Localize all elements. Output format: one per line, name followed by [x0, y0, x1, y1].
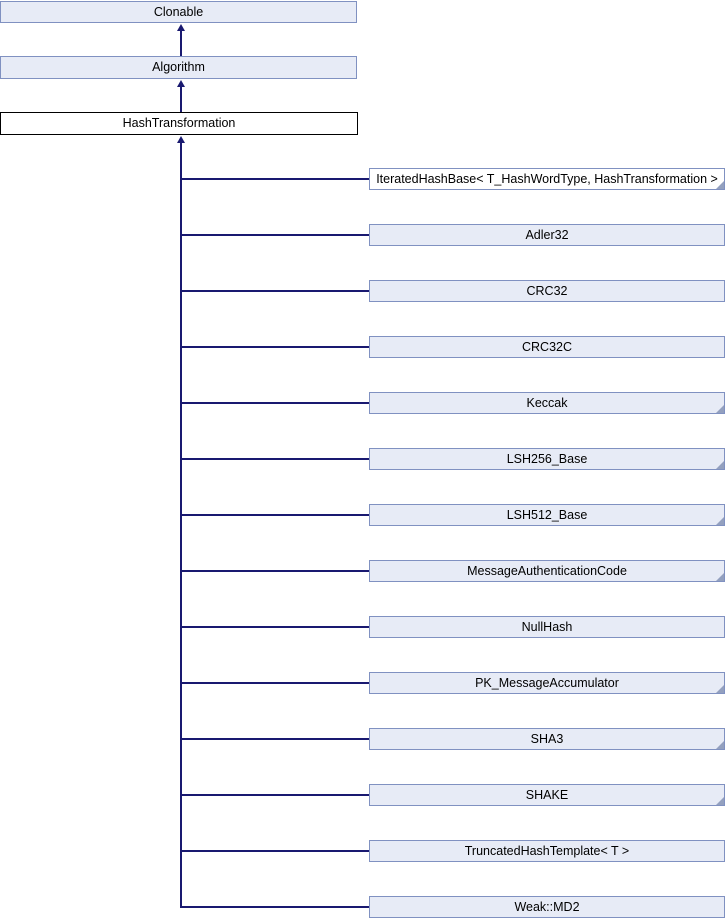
derived-connector-line: [180, 234, 369, 236]
derived-connector-line: [180, 346, 369, 348]
derived-connector-line: [180, 626, 369, 628]
class-node-label: Clonable: [153, 4, 204, 19]
truncated-corner-icon: [716, 573, 724, 581]
truncated-corner-icon: [716, 517, 724, 525]
class-node-label: LSH256_Base: [506, 451, 588, 466]
truncated-corner-icon: [716, 405, 724, 413]
truncated-corner-icon: [716, 181, 724, 189]
class-node-label: CRC32C: [521, 339, 572, 354]
class-node-pk-messageaccumulator[interactable]: PK_MessageAccumulator: [369, 672, 725, 694]
class-node-label: TruncatedHashTemplate< T >: [464, 843, 630, 858]
inheritance-arrow: [177, 24, 185, 56]
derived-connector-line: [180, 290, 369, 292]
inheritance-arrow: [177, 80, 185, 112]
derived-connector-line: [180, 906, 369, 908]
class-node-nullhash[interactable]: NullHash: [369, 616, 725, 638]
class-node-label: CRC32: [526, 283, 568, 298]
arrowhead-up-icon: [177, 24, 185, 31]
class-node-label: SHA3: [530, 731, 564, 746]
arrow-shaft: [180, 86, 182, 112]
truncated-corner-icon: [716, 741, 724, 749]
class-node-label: Weak::MD2: [514, 899, 580, 914]
class-node-label: LSH512_Base: [506, 507, 588, 522]
truncated-corner-icon: [716, 797, 724, 805]
class-node-sha3[interactable]: SHA3: [369, 728, 725, 750]
class-node-label: NullHash: [521, 619, 573, 634]
class-node-label: HashTransformation: [122, 116, 236, 131]
class-node-weak-md2[interactable]: Weak::MD2: [369, 896, 725, 918]
arrow-shaft: [180, 142, 182, 908]
class-node-iteratedhashbase-t-hashwordtype-hashtransformation[interactable]: IteratedHashBase< T_HashWordType, HashTr…: [369, 168, 725, 190]
derived-connector-line: [180, 514, 369, 516]
derived-connector-line: [180, 402, 369, 404]
arrow-shaft: [180, 30, 182, 56]
arrowhead-up-icon: [177, 136, 185, 143]
class-node-hashtransformation: HashTransformation: [0, 112, 358, 135]
class-node-keccak[interactable]: Keccak: [369, 392, 725, 414]
class-node-crc32[interactable]: CRC32: [369, 280, 725, 302]
derived-connector-line: [180, 682, 369, 684]
class-node-label: PK_MessageAccumulator: [475, 675, 619, 690]
class-node-label: SHAKE: [525, 787, 569, 802]
class-node-adler32[interactable]: Adler32: [369, 224, 725, 246]
class-node-messageauthenticationcode[interactable]: MessageAuthenticationCode: [369, 560, 725, 582]
class-node-clonable[interactable]: Clonable: [0, 1, 357, 23]
class-node-label: Adler32: [525, 227, 569, 242]
class-node-shake[interactable]: SHAKE: [369, 784, 725, 806]
class-node-lsh256-base[interactable]: LSH256_Base: [369, 448, 725, 470]
class-node-label: Algorithm: [152, 60, 205, 75]
derived-connector-line: [180, 850, 369, 852]
derived-connector-line: [180, 570, 369, 572]
truncated-corner-icon: [716, 461, 724, 469]
arrowhead-up-icon: [177, 80, 185, 87]
derived-trunk-arrow: [177, 136, 185, 908]
derived-connector-line: [180, 794, 369, 796]
derived-connector-line: [180, 458, 369, 460]
class-node-truncatedhashtemplate-t[interactable]: TruncatedHashTemplate< T >: [369, 840, 725, 862]
class-node-label: Keccak: [526, 395, 568, 410]
class-node-crc32c[interactable]: CRC32C: [369, 336, 725, 358]
class-node-label: IteratedHashBase< T_HashWordType, HashTr…: [376, 171, 718, 186]
class-node-algorithm[interactable]: Algorithm: [0, 56, 357, 79]
class-node-label: MessageAuthenticationCode: [467, 563, 627, 578]
derived-connector-line: [180, 178, 369, 180]
truncated-corner-icon: [716, 685, 724, 693]
derived-connector-line: [180, 738, 369, 740]
class-node-lsh512-base[interactable]: LSH512_Base: [369, 504, 725, 526]
